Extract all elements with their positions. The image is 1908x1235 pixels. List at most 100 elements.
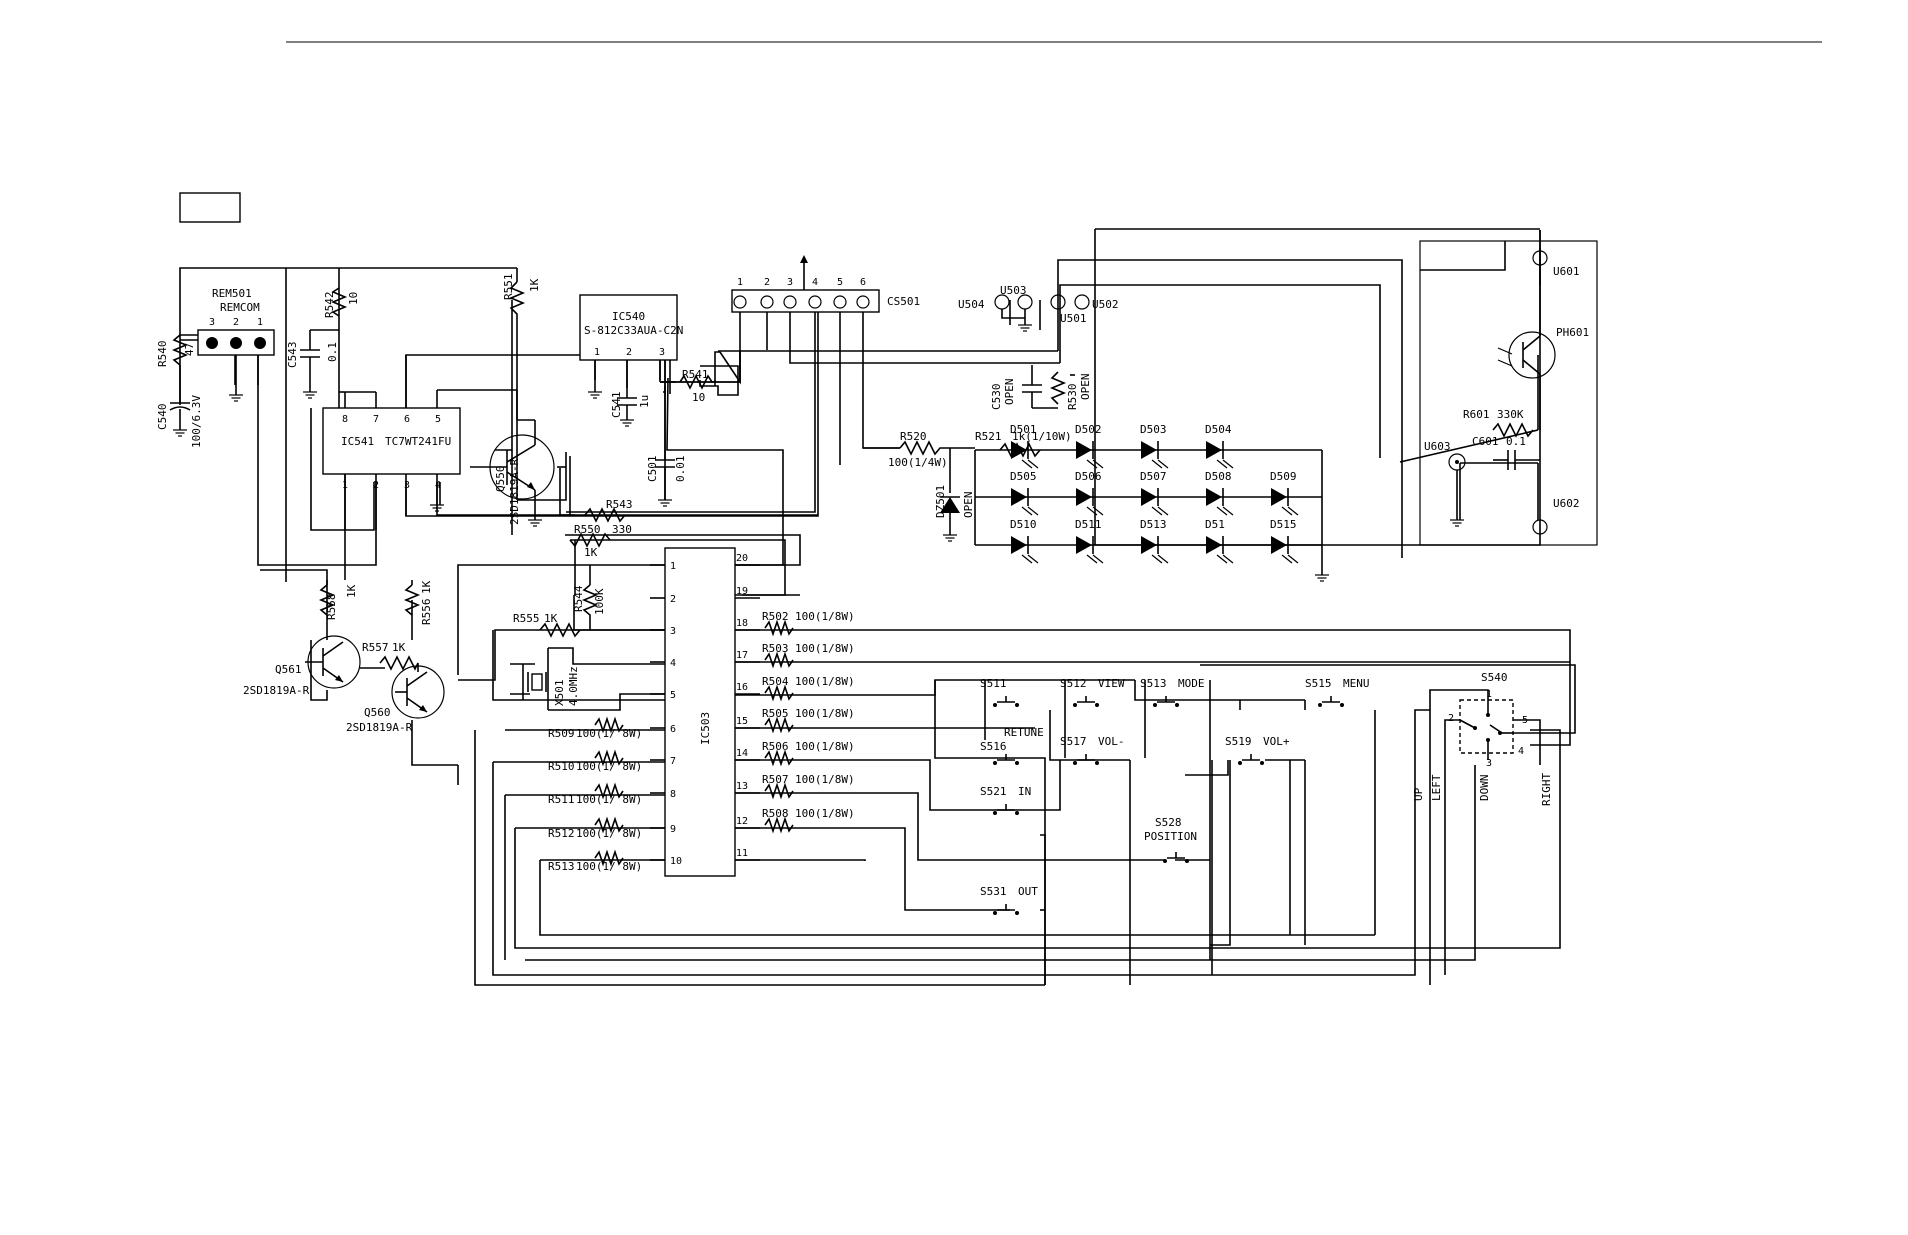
q560-ref: Q560 xyxy=(364,706,391,719)
ic540: IC540 S-812C33AUA-C2N 1 2 3 xyxy=(579,294,683,399)
resistor-ref: R504 xyxy=(762,675,789,688)
ic503-pin: 16 xyxy=(736,682,748,693)
rem501: REM501 REMCOM 3 2 1 xyxy=(180,287,275,402)
r541-ref: R541 xyxy=(682,368,709,381)
switch-ref: S511 xyxy=(980,677,1007,690)
ic540-pin: 3 xyxy=(659,347,665,358)
r544: R544 100K xyxy=(572,565,606,630)
c541: C541 1u xyxy=(610,392,651,427)
ic541-ref: IC541 xyxy=(341,435,374,448)
led: D51 xyxy=(1205,518,1234,564)
switch-ref: S528 xyxy=(1155,816,1182,829)
s540-ref: S540 xyxy=(1481,671,1508,684)
c540: C540 100/6.3V xyxy=(156,365,203,448)
switch-ref: S531 xyxy=(980,885,1007,898)
switch-label: POSITION xyxy=(1144,830,1197,843)
ic541-pin: 8 xyxy=(342,414,348,425)
ic503-pin: 11 xyxy=(736,848,748,859)
wires xyxy=(179,228,1598,986)
r521: R521 1k(1/10W) xyxy=(975,430,1072,458)
r520: R520 100(1/4W) xyxy=(863,430,975,469)
led: D506 xyxy=(1075,470,1104,516)
led-ref: D505 xyxy=(1010,470,1037,483)
ic503-pin: 20 xyxy=(736,553,748,564)
ic503-pin: 10 xyxy=(670,856,682,867)
resistor-ref: R507 xyxy=(762,773,789,786)
r550-value: 1K xyxy=(584,546,598,559)
cs501-pin: 2 xyxy=(764,277,770,288)
switch-ref: S512 xyxy=(1060,677,1087,690)
resistor-ref: R505 xyxy=(762,707,789,720)
q561-value: 2SD1819A-R xyxy=(243,684,310,697)
c540-value: 100/6.3V xyxy=(190,395,203,448)
resistor-ref: R503 xyxy=(762,642,789,655)
r543-value: 330 xyxy=(612,523,632,536)
led: D508 xyxy=(1205,470,1234,516)
r530: R530 OPEN xyxy=(1049,371,1092,410)
led: D501 xyxy=(1010,423,1039,469)
switch-label: MODE xyxy=(1178,677,1205,690)
c541-value: 1u xyxy=(638,395,651,408)
ic503-pin: 18 xyxy=(736,618,748,629)
r555: R555 1K xyxy=(513,612,581,638)
rem501-ref: REM501 xyxy=(212,287,252,300)
ic540-value: S-812C33AUA-C2N xyxy=(584,324,683,337)
r551-value: 1K xyxy=(528,278,541,292)
led-ref: D504 xyxy=(1205,423,1232,436)
c601-ref: C601 xyxy=(1472,435,1499,448)
s540-pin: 2 xyxy=(1448,713,1454,724)
resistor-ref: R508 xyxy=(762,807,789,820)
r555-value: 1K xyxy=(544,612,558,625)
ic503-pin: 14 xyxy=(736,748,748,759)
c543-ref: C543 xyxy=(286,342,299,369)
ph601: PH601 U601 U602 U603 xyxy=(1424,248,1589,535)
switch-ref: S521 xyxy=(980,785,1007,798)
r556-ref: R556 xyxy=(420,599,433,626)
q550-value: 2SD1819A-R xyxy=(508,458,521,525)
ph601-ref: PH601 xyxy=(1556,326,1589,339)
ic540-pin: 2 xyxy=(626,347,632,358)
r557: R557 1K xyxy=(362,641,419,671)
u50x-terminals: U504 U503 U501 U502 xyxy=(958,284,1119,332)
ic541-pin: 4 xyxy=(435,480,441,491)
c601-value: 0.1 xyxy=(1506,435,1526,448)
resistor-value: 100(1/8W) xyxy=(795,807,855,820)
ic540-pin: 1 xyxy=(594,347,600,358)
arrow-up-icon xyxy=(800,255,808,263)
resistor-value: 100(1/8W) xyxy=(795,610,855,623)
led: D510 xyxy=(1010,518,1039,564)
led-ref: D509 xyxy=(1270,470,1297,483)
resistor-value: 100(1/8W) xyxy=(795,675,855,688)
r542-ref: R542 xyxy=(323,292,336,319)
rem501-pin: 3 xyxy=(209,317,215,328)
led-ref: D515 xyxy=(1270,518,1297,531)
ic503-pin: 13 xyxy=(736,781,748,792)
cs501-pin: 1 xyxy=(737,277,743,288)
rem501-value: REMCOM xyxy=(220,301,260,314)
c530-ref: C530 xyxy=(990,384,1003,411)
led: D511 xyxy=(1075,518,1104,564)
ic503-pin: 6 xyxy=(670,724,676,735)
led: D507 xyxy=(1140,470,1169,516)
c540-ref: C540 xyxy=(156,404,169,431)
r558-ref: R558 xyxy=(325,594,338,621)
r551: R551 1K xyxy=(502,274,541,324)
resistor-value: 100(1/ 8W) xyxy=(576,827,642,840)
r543-ref: R543 xyxy=(606,498,633,511)
ic503-pin: 5 xyxy=(670,690,676,701)
ic503-pin: 1 xyxy=(670,561,676,572)
s540-up-label: UP xyxy=(1412,787,1425,801)
resistor-ref: R511 xyxy=(548,793,575,806)
r601: R601 330K xyxy=(1463,408,1534,438)
ic503-pin: 3 xyxy=(670,626,676,637)
